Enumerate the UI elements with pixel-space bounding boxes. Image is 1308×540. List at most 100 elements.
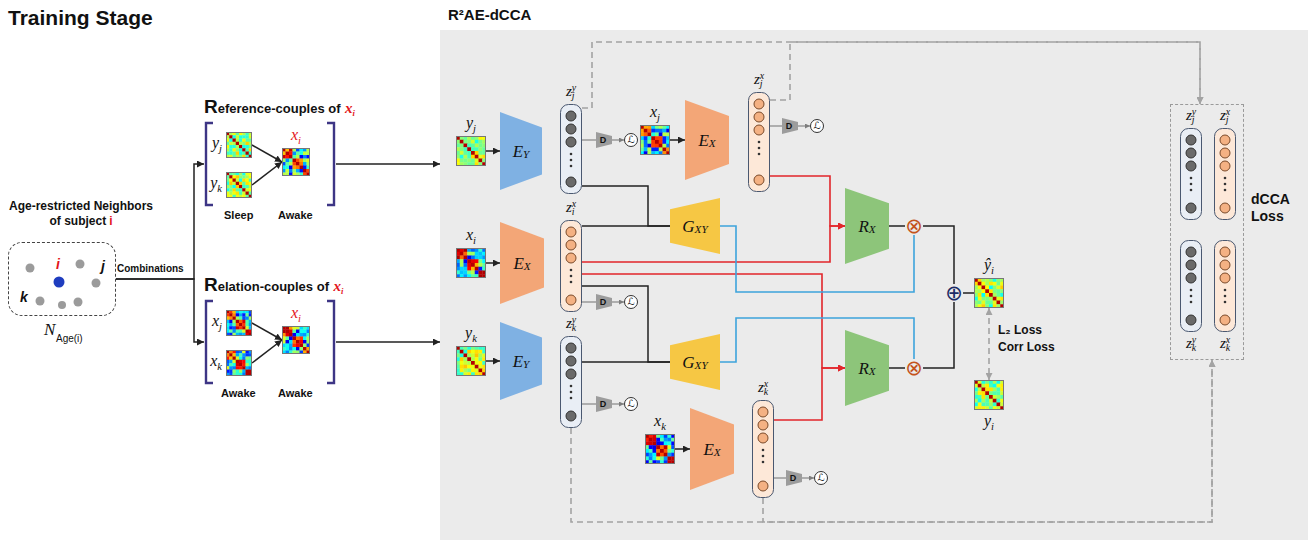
text: i	[353, 109, 355, 118]
connector	[252, 340, 282, 363]
text: j	[572, 91, 575, 101]
matrix-cell	[289, 152, 293, 156]
text: E	[513, 143, 523, 160]
symbol-label: zix	[540, 199, 602, 215]
matrix-cell	[239, 182, 243, 186]
text: x	[210, 352, 217, 369]
matrix-cell	[982, 388, 986, 392]
matrix-cell	[464, 259, 468, 263]
matrix-cell	[242, 145, 246, 149]
matrix-cell	[236, 330, 240, 334]
symbol-label: zjy	[1160, 107, 1222, 123]
matrix-cell	[229, 370, 233, 374]
text: ⊗	[905, 217, 923, 235]
matrix-cell	[653, 445, 657, 449]
matrix-cell	[989, 399, 993, 403]
matrix-cell	[286, 337, 290, 341]
matrix-cell	[467, 369, 471, 373]
matrix-cell	[246, 175, 250, 179]
matrix-cell	[464, 144, 468, 148]
matrix-cell	[997, 388, 1001, 392]
connector	[963, 292, 974, 294]
network-block: EY	[500, 322, 542, 400]
matrix-cell	[471, 151, 475, 155]
connector	[116, 279, 204, 342]
vector-outline	[1181, 241, 1202, 332]
matrix-cell	[653, 457, 657, 461]
matrix-cell	[296, 344, 300, 348]
matrix-cell	[660, 438, 664, 442]
matrix-cell	[467, 140, 471, 144]
matrix-cell	[239, 363, 243, 367]
matrix-cell	[464, 365, 468, 369]
matrix-cell	[296, 330, 300, 334]
text: ℒ	[817, 473, 824, 483]
matrix-cell	[993, 384, 997, 388]
matrix-cell	[296, 333, 300, 337]
matrix-cell	[233, 182, 237, 186]
matrix-cell	[233, 135, 237, 139]
matrix-border	[457, 137, 486, 166]
matrix-cell	[993, 286, 997, 290]
matrix-cell	[467, 350, 471, 354]
connector	[486, 262, 500, 264]
matrix-cell	[460, 350, 464, 354]
text-label: Awake	[221, 387, 256, 399]
trapezoid	[500, 222, 544, 304]
connector	[923, 302, 954, 368]
connector	[612, 403, 624, 404]
matrix-cell	[648, 144, 652, 148]
matrix-cell	[982, 297, 986, 301]
text-label: i	[56, 257, 60, 272]
vector-unit	[566, 240, 576, 250]
matrix-cell	[236, 370, 240, 374]
text: z	[1186, 107, 1192, 123]
matrix-cell	[289, 344, 293, 348]
vector-unit	[566, 227, 576, 237]
vector-unit	[566, 411, 576, 421]
matrix-cell	[303, 337, 307, 341]
network-block: RX	[845, 330, 889, 406]
text-label: Awake	[278, 209, 313, 221]
matrix-cell	[242, 323, 246, 327]
vector-outline	[1215, 241, 1236, 332]
vector-ellipsis	[762, 461, 765, 464]
text-label: Age(i)	[56, 333, 83, 344]
text: XY	[695, 360, 708, 371]
matrix-cell	[989, 282, 993, 286]
matrix-cell	[460, 159, 464, 163]
matrix-cell	[239, 188, 243, 192]
symbol-label: xj	[212, 313, 222, 329]
matrix-cell	[286, 347, 290, 351]
matrix-cell	[242, 139, 246, 143]
matrix-cell	[233, 145, 237, 149]
matrix-cell	[242, 182, 246, 186]
model-panel: R²AE-dCCAyjEYzjyDℒxjEXzjxDℒxiEXzixDℒGXYy…	[440, 30, 1308, 540]
text: k	[764, 387, 768, 397]
vector-ellipsis	[1190, 289, 1193, 292]
trapezoid	[596, 396, 612, 412]
matrix-cell	[997, 384, 1001, 388]
matrix-heatmap	[226, 132, 252, 158]
loss-circle: ℒ	[624, 133, 638, 147]
matrix-cell	[460, 354, 464, 358]
matrix-cell	[648, 133, 652, 137]
vector-ellipsis	[1190, 177, 1193, 180]
matrix-cell	[303, 330, 307, 334]
block-text: EX	[685, 100, 729, 180]
matrix-cell	[229, 330, 233, 334]
text-label: Corr Loss	[998, 341, 1055, 354]
matrix-cell	[289, 337, 293, 341]
matrix-cell	[475, 155, 479, 159]
vector-outline	[1215, 129, 1236, 220]
matrix-cell	[236, 353, 240, 357]
text: x	[1226, 107, 1230, 117]
matrix-cell	[296, 337, 300, 341]
matrix-cell	[303, 155, 307, 159]
vector-ellipsis	[758, 153, 761, 156]
operator-text: ⊗	[905, 217, 923, 235]
operator-circle: ⊗	[905, 359, 923, 377]
matrix-cell	[467, 263, 471, 267]
text: ℒ	[627, 399, 634, 409]
matrix-cell	[289, 169, 293, 173]
